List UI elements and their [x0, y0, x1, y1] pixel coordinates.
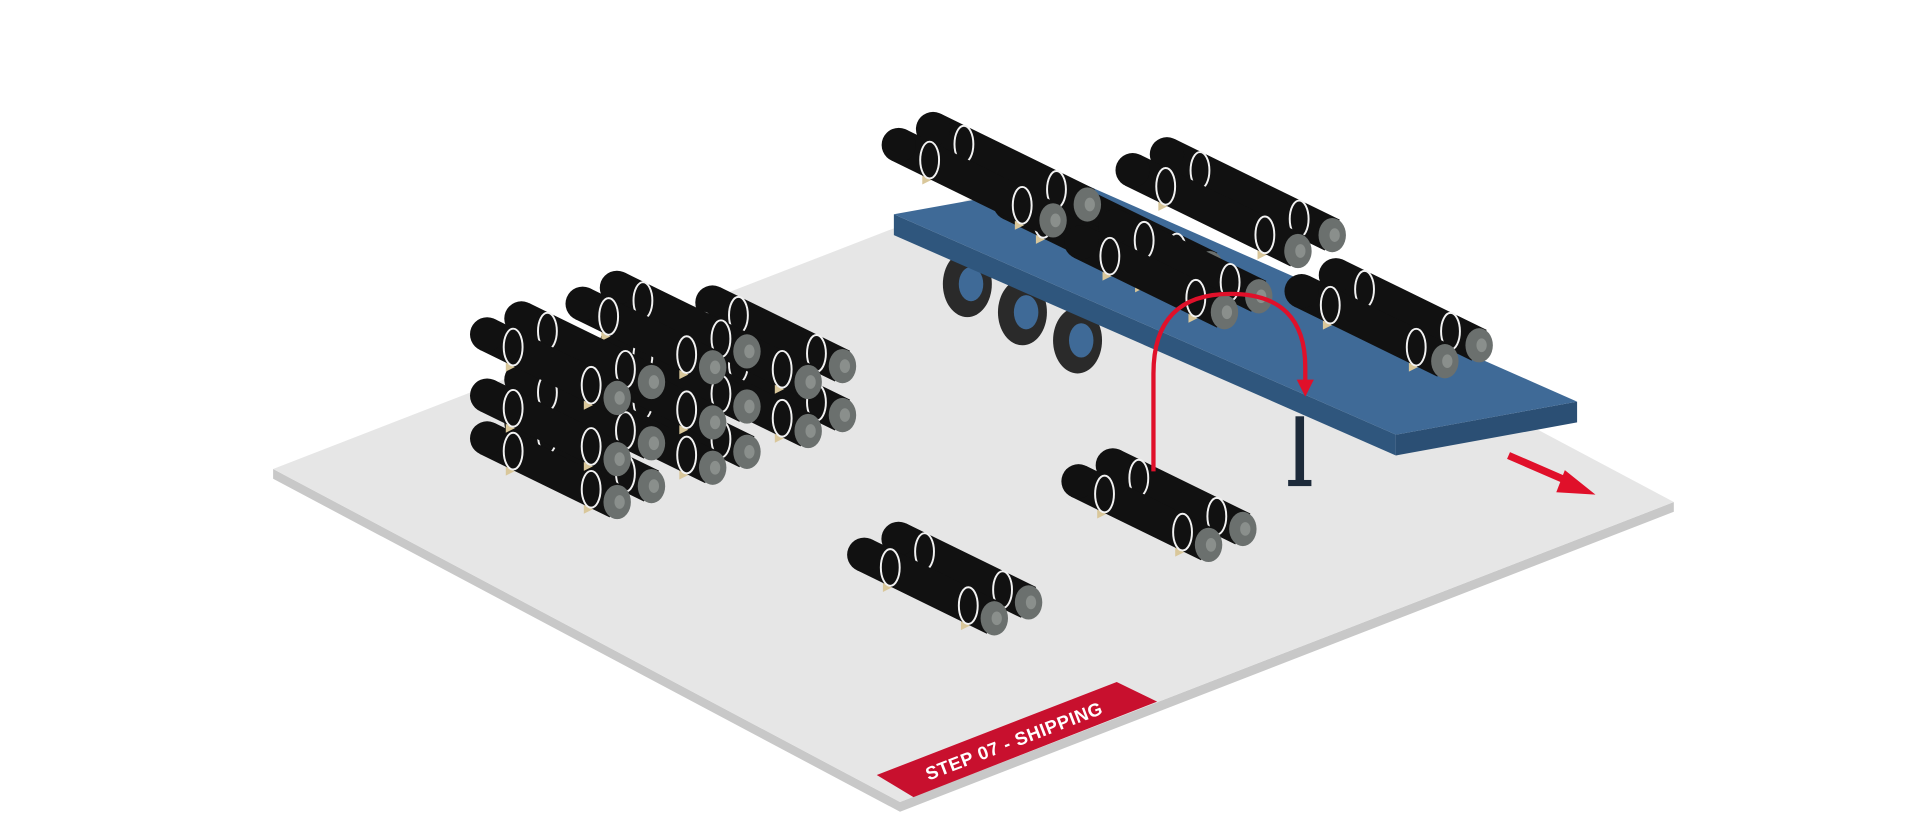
- wheel-hub: [1068, 323, 1094, 358]
- pipe: [847, 537, 1008, 636]
- trailer-leg: [1295, 416, 1305, 484]
- strap: [1094, 474, 1115, 514]
- strap: [1405, 327, 1427, 367]
- wheel-hub: [958, 266, 984, 302]
- pipe: [504, 301, 666, 400]
- strap: [1155, 167, 1177, 206]
- strap: [771, 398, 793, 438]
- strap: [676, 335, 698, 374]
- strap: [502, 388, 524, 428]
- trailer-deck-front: [1395, 401, 1578, 456]
- pipe: [1149, 137, 1346, 253]
- pipe: [469, 421, 631, 520]
- strap: [1011, 185, 1033, 225]
- trailer-leg-foot: [1288, 479, 1312, 487]
- pipe: [469, 317, 631, 416]
- strap: [1099, 236, 1121, 276]
- pipe: [1115, 153, 1312, 269]
- strap: [676, 390, 698, 430]
- pipe: [881, 127, 1067, 238]
- pipe: [469, 378, 631, 477]
- strap: [879, 548, 901, 587]
- strap: [580, 427, 602, 466]
- strap: [771, 349, 793, 389]
- strap: [676, 435, 698, 475]
- pipe: [565, 286, 727, 385]
- pipe: [881, 521, 1043, 620]
- pipe: [599, 270, 761, 369]
- trailer-deck-side: [893, 214, 1396, 456]
- pipe: [695, 285, 857, 384]
- strap: [580, 469, 602, 509]
- pipe: [1318, 258, 1493, 363]
- lift-arrow-icon: [1151, 291, 1314, 472]
- wheel-hub: [1013, 295, 1039, 330]
- pipe: [1064, 225, 1239, 330]
- pipe-bundles: [469, 111, 1493, 636]
- pipe: [1095, 448, 1257, 547]
- strap: [1254, 215, 1276, 255]
- strap: [502, 327, 524, 367]
- strap: [1172, 512, 1193, 552]
- pipe: [1061, 464, 1223, 562]
- strap: [598, 297, 620, 336]
- strap: [1319, 285, 1341, 325]
- strap: [580, 365, 602, 405]
- pipe: [915, 111, 1102, 222]
- strap: [957, 586, 979, 625]
- pipe: [1284, 274, 1459, 379]
- strap: [919, 140, 941, 180]
- strap: [502, 431, 524, 471]
- exit-arrow-icon: [1507, 452, 1596, 495]
